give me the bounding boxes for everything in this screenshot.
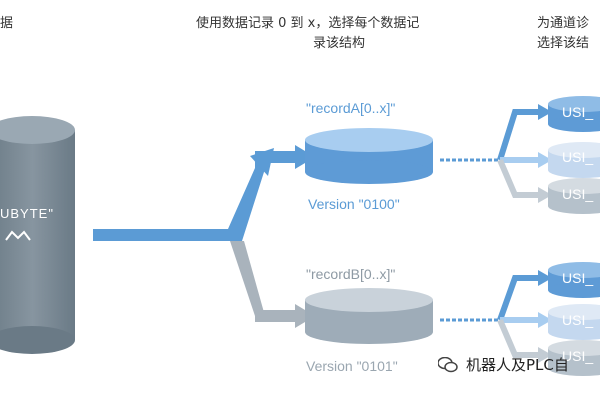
usi-arrows-a — [440, 104, 552, 203]
record-b-disk — [305, 288, 433, 344]
record-a-name: "recordA[0..x]" — [306, 100, 396, 116]
usi-label-6: USI_ — [562, 348, 594, 364]
usi-label-1: USI_ — [562, 104, 594, 120]
main-split-arrow — [93, 145, 315, 328]
usi-arrows-b — [440, 270, 552, 363]
usi-disk-2 — [548, 142, 600, 178]
usi-disk-5 — [548, 304, 600, 340]
caption-right-line1: 为通道诊 — [537, 16, 590, 31]
usi-label-4: USI_ — [562, 270, 594, 286]
usi-disk-1 — [548, 96, 600, 132]
record-a-version: Version "0100" — [308, 196, 400, 212]
wechat-icon — [437, 356, 458, 373]
caption-right-line2: 选择该结 — [537, 36, 590, 51]
usi-label-5: USI_ — [562, 312, 594, 328]
usi-disk-6 — [548, 340, 600, 376]
record-b-version: Version "0101" — [306, 358, 398, 374]
record-a-disk — [305, 128, 433, 184]
usi-disk-4 — [548, 262, 600, 298]
record-b-name: "recordB[0..x]" — [306, 266, 396, 282]
caption-middle-line1: 使用数据记录 0 到 x，选择每个数据记 — [196, 16, 420, 31]
source-cylinder — [0, 116, 75, 354]
signal-wave-icon — [5, 230, 31, 241]
source-cylinder-label: UBYTE" — [0, 206, 54, 221]
caption-left: 据 — [0, 16, 14, 31]
usi-disk-3 — [548, 178, 600, 214]
caption-middle-line2: 录该结构 — [313, 36, 366, 51]
usi-label-3: USI_ — [562, 186, 594, 202]
usi-label-2: USI_ — [562, 149, 594, 165]
watermark-text: 机器人及PLC自 — [466, 356, 569, 374]
